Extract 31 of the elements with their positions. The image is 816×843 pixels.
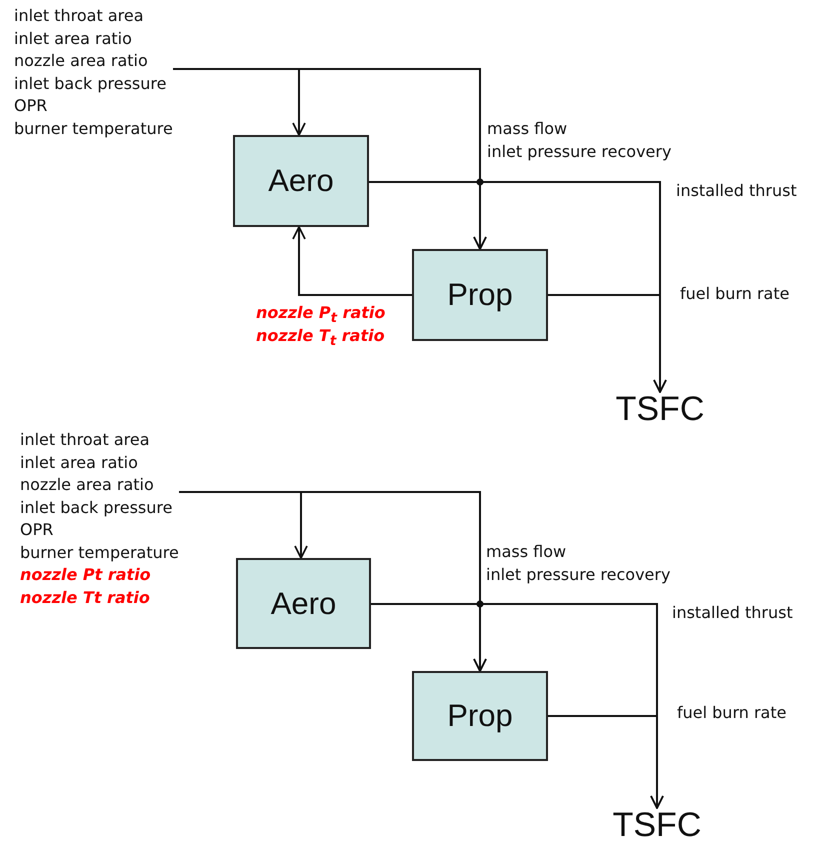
- input-parameter: inlet throat area: [14, 5, 144, 27]
- process-box: [236, 558, 371, 649]
- input-parameter: nozzle area ratio: [14, 50, 148, 72]
- signal-label: mass flow: [487, 118, 568, 140]
- input-parameter: OPR: [20, 519, 54, 541]
- arrow: [548, 715, 664, 809]
- output-label: TSFC: [609, 808, 705, 842]
- box-label: Aero: [268, 163, 334, 199]
- input-parameter: burner temperature: [20, 542, 179, 564]
- output-label: TSFC: [612, 392, 708, 428]
- input-parameter: burner temperature: [14, 118, 173, 140]
- signal-label: mass flow: [486, 541, 566, 563]
- input-parameter: inlet throat area: [20, 429, 150, 451]
- input-parameter: OPR: [14, 95, 48, 117]
- box-label: Aero: [270, 586, 336, 622]
- input-parameter: nozzle Pt ratio: [20, 564, 151, 586]
- input-parameter: inlet area ratio: [20, 452, 138, 474]
- arrow: [292, 226, 412, 296]
- signal-label: inlet pressure recovery: [486, 564, 670, 586]
- box-label: Prop: [447, 277, 513, 313]
- process-box: [233, 135, 369, 227]
- process-box: [412, 671, 548, 761]
- input-parameter: nozzle Tt ratio: [20, 586, 150, 608]
- input-parameter: nozzle area ratio: [20, 474, 154, 496]
- process-box: [412, 249, 548, 341]
- input-parameter: inlet area ratio: [14, 28, 132, 50]
- signal-label: inlet pressure recovery: [487, 141, 672, 163]
- input-parameter: inlet back pressure: [20, 496, 172, 518]
- arrow: [548, 294, 667, 393]
- input-parameter: inlet back pressure: [14, 72, 166, 94]
- box-label: Prop: [447, 698, 513, 734]
